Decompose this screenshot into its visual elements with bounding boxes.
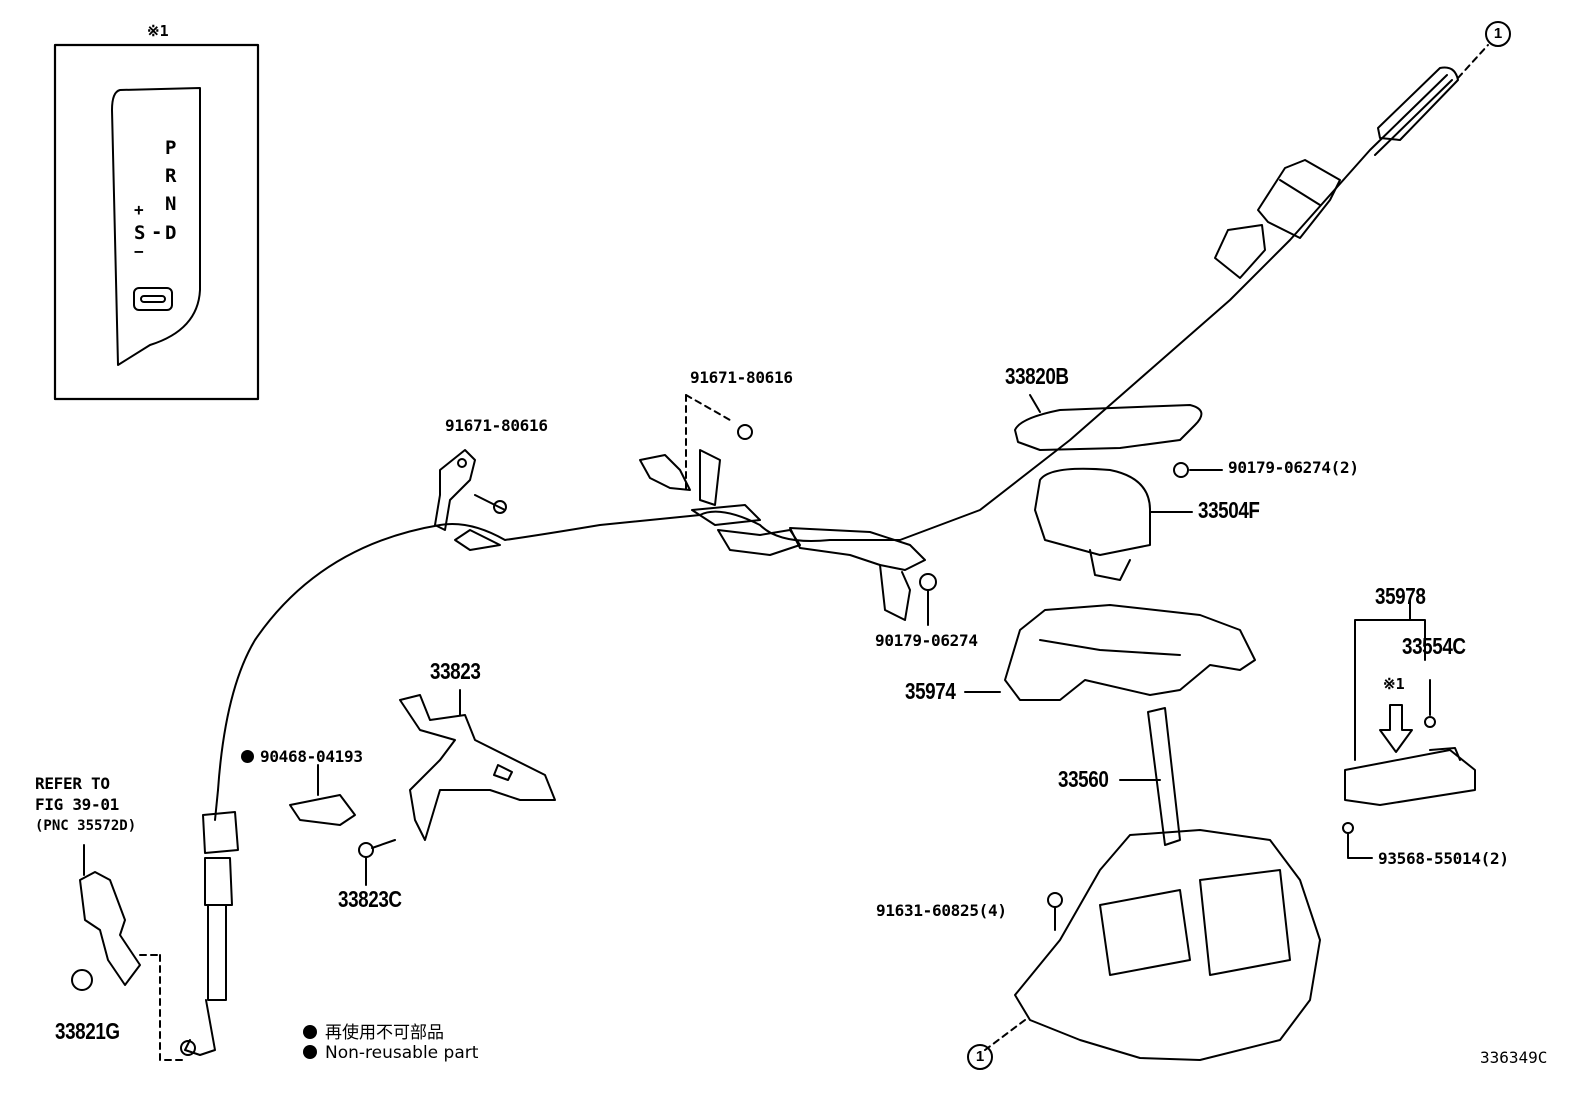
legend-jp: 再使用不可部品 (303, 1018, 444, 1043)
inset-frame (53, 43, 260, 401)
part-90468: 90468-04193 (241, 749, 363, 765)
part-33554C: 33554C (1402, 633, 1466, 659)
part-33504F: 33504F (1198, 497, 1260, 523)
ref-circle-top: 1 (1485, 21, 1511, 47)
part-33823: 33823 (430, 658, 481, 684)
inset-mark: ※1 (147, 22, 169, 40)
figure-id: 336349C (1480, 1048, 1548, 1067)
part-91671-left: 91671-80616 (445, 416, 548, 435)
part-91631: 91631-60825(4) (876, 901, 1007, 920)
legend-dot-en (303, 1045, 317, 1059)
cable-bracket (789, 527, 926, 571)
cable-end-upper (1377, 66, 1459, 141)
gear-s: S (134, 222, 146, 244)
refer-note-line1: REFER TO (35, 774, 110, 793)
gear-minus: − (134, 242, 144, 261)
shift-base (1014, 829, 1321, 1061)
ref-circle-bottom: 1 (967, 1044, 993, 1070)
part-35978: 35978 (1375, 583, 1426, 609)
part-33560: 33560 (1058, 766, 1109, 792)
gear-d: D (165, 222, 177, 244)
shift-gate-button (133, 287, 173, 311)
transmission-lever (79, 871, 141, 986)
lever-33560 (1147, 707, 1181, 846)
gear-dash: - (151, 221, 163, 243)
gear-n: N (165, 193, 177, 215)
part-33820B: 33820B (1005, 363, 1069, 389)
knob-33504F (1034, 467, 1151, 556)
part-90179: 90179-06274 (875, 631, 978, 650)
non-reusable-dot (241, 750, 254, 763)
cable-bracket-left (434, 449, 476, 531)
cable-upper (829, 74, 1448, 541)
bracket-33823 (399, 694, 556, 841)
part-35974: 35974 (905, 678, 956, 704)
part-33821G: 33821G (55, 1018, 120, 1044)
housing-35974 (1004, 604, 1256, 701)
part-35978 (1344, 749, 1476, 806)
part-90179-2: 90179-06274(2) (1228, 458, 1359, 477)
cable-adjuster (202, 811, 239, 854)
shift-gate-panel (111, 87, 201, 366)
gear-r: R (165, 165, 177, 187)
clip-90468 (289, 794, 356, 826)
legend-en-text: Non-reusable part (325, 1043, 479, 1063)
gear-plus: + (134, 200, 144, 219)
mark-1-right: ※1 (1383, 675, 1405, 693)
part-33823C: 33823C (338, 886, 402, 912)
part-90468-text: 90468-04193 (260, 747, 363, 766)
cover-33820B (1014, 404, 1203, 451)
refer-note-line2: FIG 39-01 (35, 795, 119, 814)
legend-en: Non-reusable part (303, 1043, 478, 1063)
part-91671-top: 91671-80616 (690, 368, 793, 387)
part-93568: 93568-55014(2) (1378, 849, 1509, 868)
legend-jp-text: 再使用不可部品 (325, 1023, 444, 1043)
cable-end-lower (184, 999, 216, 1056)
refer-note-line3: (PNC 35572D) (35, 818, 137, 834)
gear-p: P (165, 137, 177, 159)
cable-bracket-mid (639, 454, 691, 491)
arrow-mark (1379, 704, 1413, 753)
legend-dot-jp (303, 1025, 317, 1039)
nut-33821G (71, 969, 93, 991)
